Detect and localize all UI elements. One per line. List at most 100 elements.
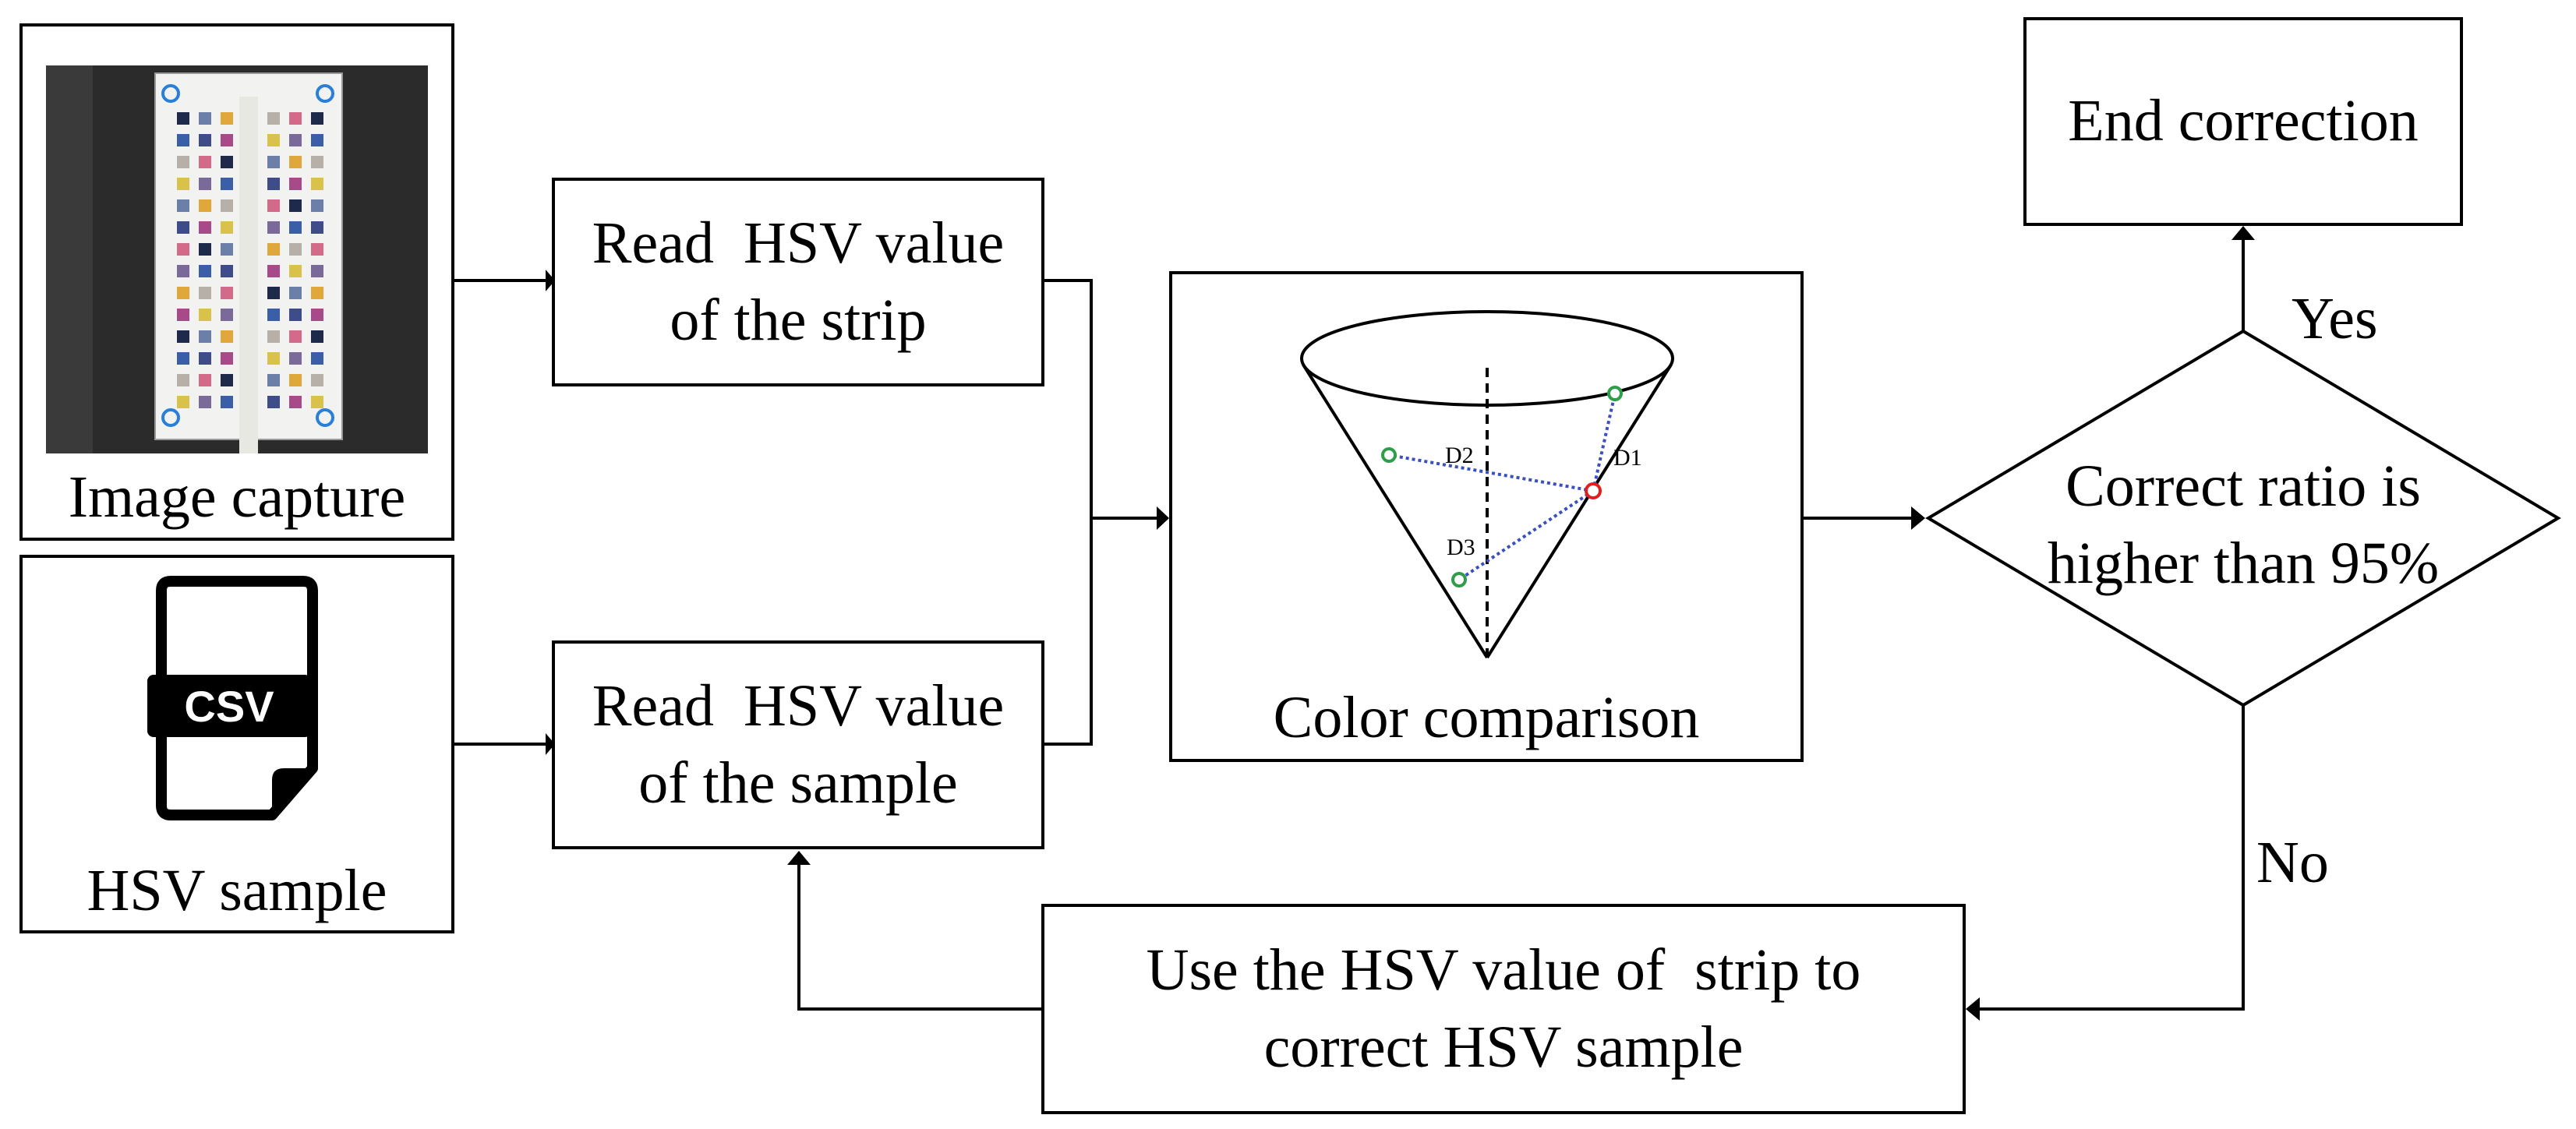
corner-marker	[316, 84, 334, 103]
color-swatch	[289, 199, 302, 212]
csv-file-icon: CSV	[147, 576, 318, 820]
color-swatch	[177, 287, 189, 299]
color-swatch	[311, 352, 323, 365]
color-swatch	[289, 330, 302, 343]
color-swatch	[267, 134, 280, 146]
color-swatch	[289, 265, 302, 277]
color-swatch	[199, 330, 211, 343]
distance-d1	[1592, 393, 1617, 492]
color-swatch	[311, 396, 323, 408]
corner-marker	[161, 84, 180, 103]
color-swatch	[267, 396, 280, 408]
color-swatch	[289, 221, 302, 234]
color-swatch	[267, 265, 280, 277]
read-strip-line1: Read HSV value	[592, 210, 1005, 277]
color-swatch	[177, 265, 189, 277]
color-comparison-label: Color comparison	[1273, 685, 1700, 750]
color-swatch	[199, 199, 211, 212]
color-swatch	[311, 309, 323, 321]
read-sample-node: Read HSV value of the sample	[552, 640, 1044, 849]
hsv-sample-node: CSV HSV sample	[19, 555, 454, 933]
color-swatch	[177, 178, 189, 190]
color-swatch	[267, 309, 280, 321]
color-swatch	[267, 221, 280, 234]
correct-sample-node: Use the HSV value of strip to correct HS…	[1041, 904, 1966, 1114]
color-swatch	[199, 221, 211, 234]
color-swatch	[267, 330, 280, 343]
sample-point	[1381, 447, 1397, 463]
color-swatch	[221, 199, 233, 212]
distance-label-d3: D3	[1447, 535, 1475, 560]
color-swatch	[177, 374, 189, 386]
color-swatch	[199, 352, 211, 365]
color-swatch	[289, 243, 302, 256]
arrowhead	[2231, 226, 2255, 240]
decision-line1: Correct ratio is	[2065, 453, 2421, 519]
color-swatch	[177, 243, 189, 256]
edge-read-strip-to-merge	[1043, 279, 1093, 746]
correct-line2: correct HSV sample	[1263, 1014, 1744, 1080]
distance-d2	[1388, 453, 1594, 492]
color-swatch	[199, 134, 211, 146]
color-swatch	[199, 396, 211, 408]
color-swatch	[199, 374, 211, 386]
color-swatch	[221, 221, 233, 234]
color-swatch	[177, 199, 189, 212]
color-swatch	[289, 396, 302, 408]
color-swatch	[289, 112, 302, 125]
color-swatch	[311, 221, 323, 234]
color-swatch	[221, 178, 233, 190]
distance-label-d2: D2	[1445, 443, 1474, 468]
read-sample-line2: of the sample	[638, 750, 958, 816]
color-swatch	[199, 309, 211, 321]
edge-label-yes: Yes	[2292, 286, 2378, 351]
edge-decision-no	[1980, 705, 2245, 1011]
distance-d3	[1458, 489, 1595, 581]
color-swatch	[267, 374, 280, 386]
color-swatch	[311, 243, 323, 256]
end-correction-node: End correction	[2023, 17, 2463, 226]
arrowhead	[546, 733, 555, 755]
color-swatch	[267, 352, 280, 365]
decision-diamond	[1925, 329, 2561, 707]
color-swatch	[221, 243, 233, 256]
color-swatch	[311, 178, 323, 190]
color-swatch	[311, 265, 323, 277]
color-swatch	[177, 352, 189, 365]
color-swatch	[289, 156, 302, 168]
color-swatch	[311, 156, 323, 168]
hsv-sample-label: HSV sample	[87, 858, 387, 923]
csv-badge-text: CSV	[184, 682, 274, 731]
correct-line1: Use the HSV value of strip to	[1146, 937, 1861, 1004]
distance-label-d1: D1	[1613, 445, 1642, 471]
arrowhead	[1966, 997, 1980, 1021]
color-swatch	[289, 287, 302, 299]
color-comparison-node: D1 D2 D3 Color comparison	[1169, 271, 1804, 762]
color-swatch	[199, 265, 211, 277]
read-strip-node: Read HSV value of the strip	[552, 178, 1044, 386]
color-swatch	[221, 309, 233, 321]
image-capture-label: Image capture	[68, 464, 406, 530]
color-swatch	[221, 374, 233, 386]
end-correction-label: End correction	[2068, 88, 2419, 153]
arrowhead	[546, 270, 555, 291]
color-swatch	[177, 112, 189, 125]
color-swatch	[221, 134, 233, 146]
color-swatch	[311, 330, 323, 343]
color-swatch	[267, 199, 280, 212]
color-swatch	[177, 134, 189, 146]
arrowhead	[1911, 506, 1925, 530]
color-swatch	[289, 352, 302, 365]
color-swatch	[289, 374, 302, 386]
color-swatch	[199, 156, 211, 168]
color-swatch	[221, 112, 233, 125]
color-swatch	[267, 243, 280, 256]
color-swatch	[311, 287, 323, 299]
color-swatch	[221, 287, 233, 299]
strip-point	[1585, 482, 1602, 499]
sample-point	[1607, 386, 1623, 401]
color-swatch	[267, 112, 280, 125]
corner-marker	[316, 408, 334, 427]
decision-label: Correct ratio is higher than 95%	[1928, 448, 2558, 602]
